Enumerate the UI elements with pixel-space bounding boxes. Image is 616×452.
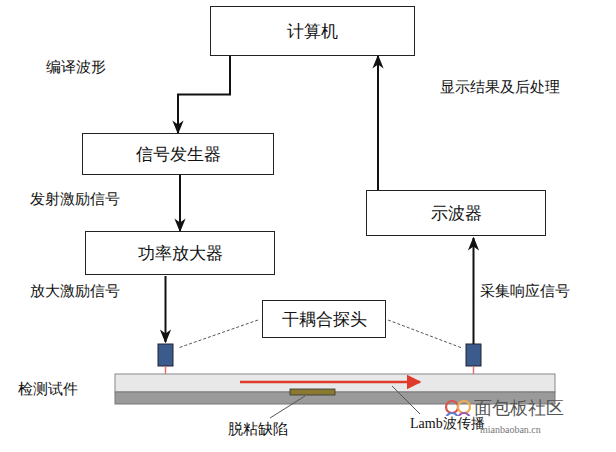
wave-label: Lamb波传播 <box>410 416 485 433</box>
probe-callout-box: 干耦合探头 <box>262 300 386 338</box>
oscilloscope-box: 示波器 <box>366 190 546 236</box>
signal-label: 采集响应信号 <box>480 282 570 300</box>
signal-label: 放大激励信号 <box>30 282 120 300</box>
flow-arrow <box>377 56 379 190</box>
leader-line <box>392 386 420 414</box>
box-text: 计算机 <box>277 20 348 43</box>
flow-arrow <box>178 56 230 133</box>
probe <box>158 344 173 366</box>
response-wire <box>473 238 475 344</box>
probe-tip <box>473 366 475 374</box>
edge-label: 发射激励信号 <box>30 190 120 208</box>
watermark: 面包板社区 <box>474 398 564 420</box>
generator-box: 信号发生器 <box>82 133 274 175</box>
amplifier-box: 功率放大器 <box>85 231 275 275</box>
leader-line <box>178 320 258 348</box>
box-text: 示波器 <box>421 202 492 225</box>
edge-label: 编译波形 <box>46 58 106 76</box>
box-text: 干耦合探头 <box>272 308 377 331</box>
excitation-wire <box>165 276 167 342</box>
leader-line <box>388 320 462 348</box>
flow-arrow <box>179 175 181 231</box>
debond-defect <box>290 389 335 395</box>
probe <box>466 344 481 366</box>
watermark: mianbaoban.cn <box>480 424 541 436</box>
computer-box: 计算机 <box>210 6 415 56</box>
leader-line <box>270 396 305 418</box>
box-text: 信号发生器 <box>126 143 231 166</box>
edge-label: 显示结果及后处理 <box>440 78 560 96</box>
wave-arrow <box>240 381 420 384</box>
box-text: 功率放大器 <box>128 242 233 265</box>
specimen-label: 检测试件 <box>18 380 78 398</box>
defect-label: 脱粘缺陷 <box>228 420 288 438</box>
probe-tip <box>165 366 167 374</box>
